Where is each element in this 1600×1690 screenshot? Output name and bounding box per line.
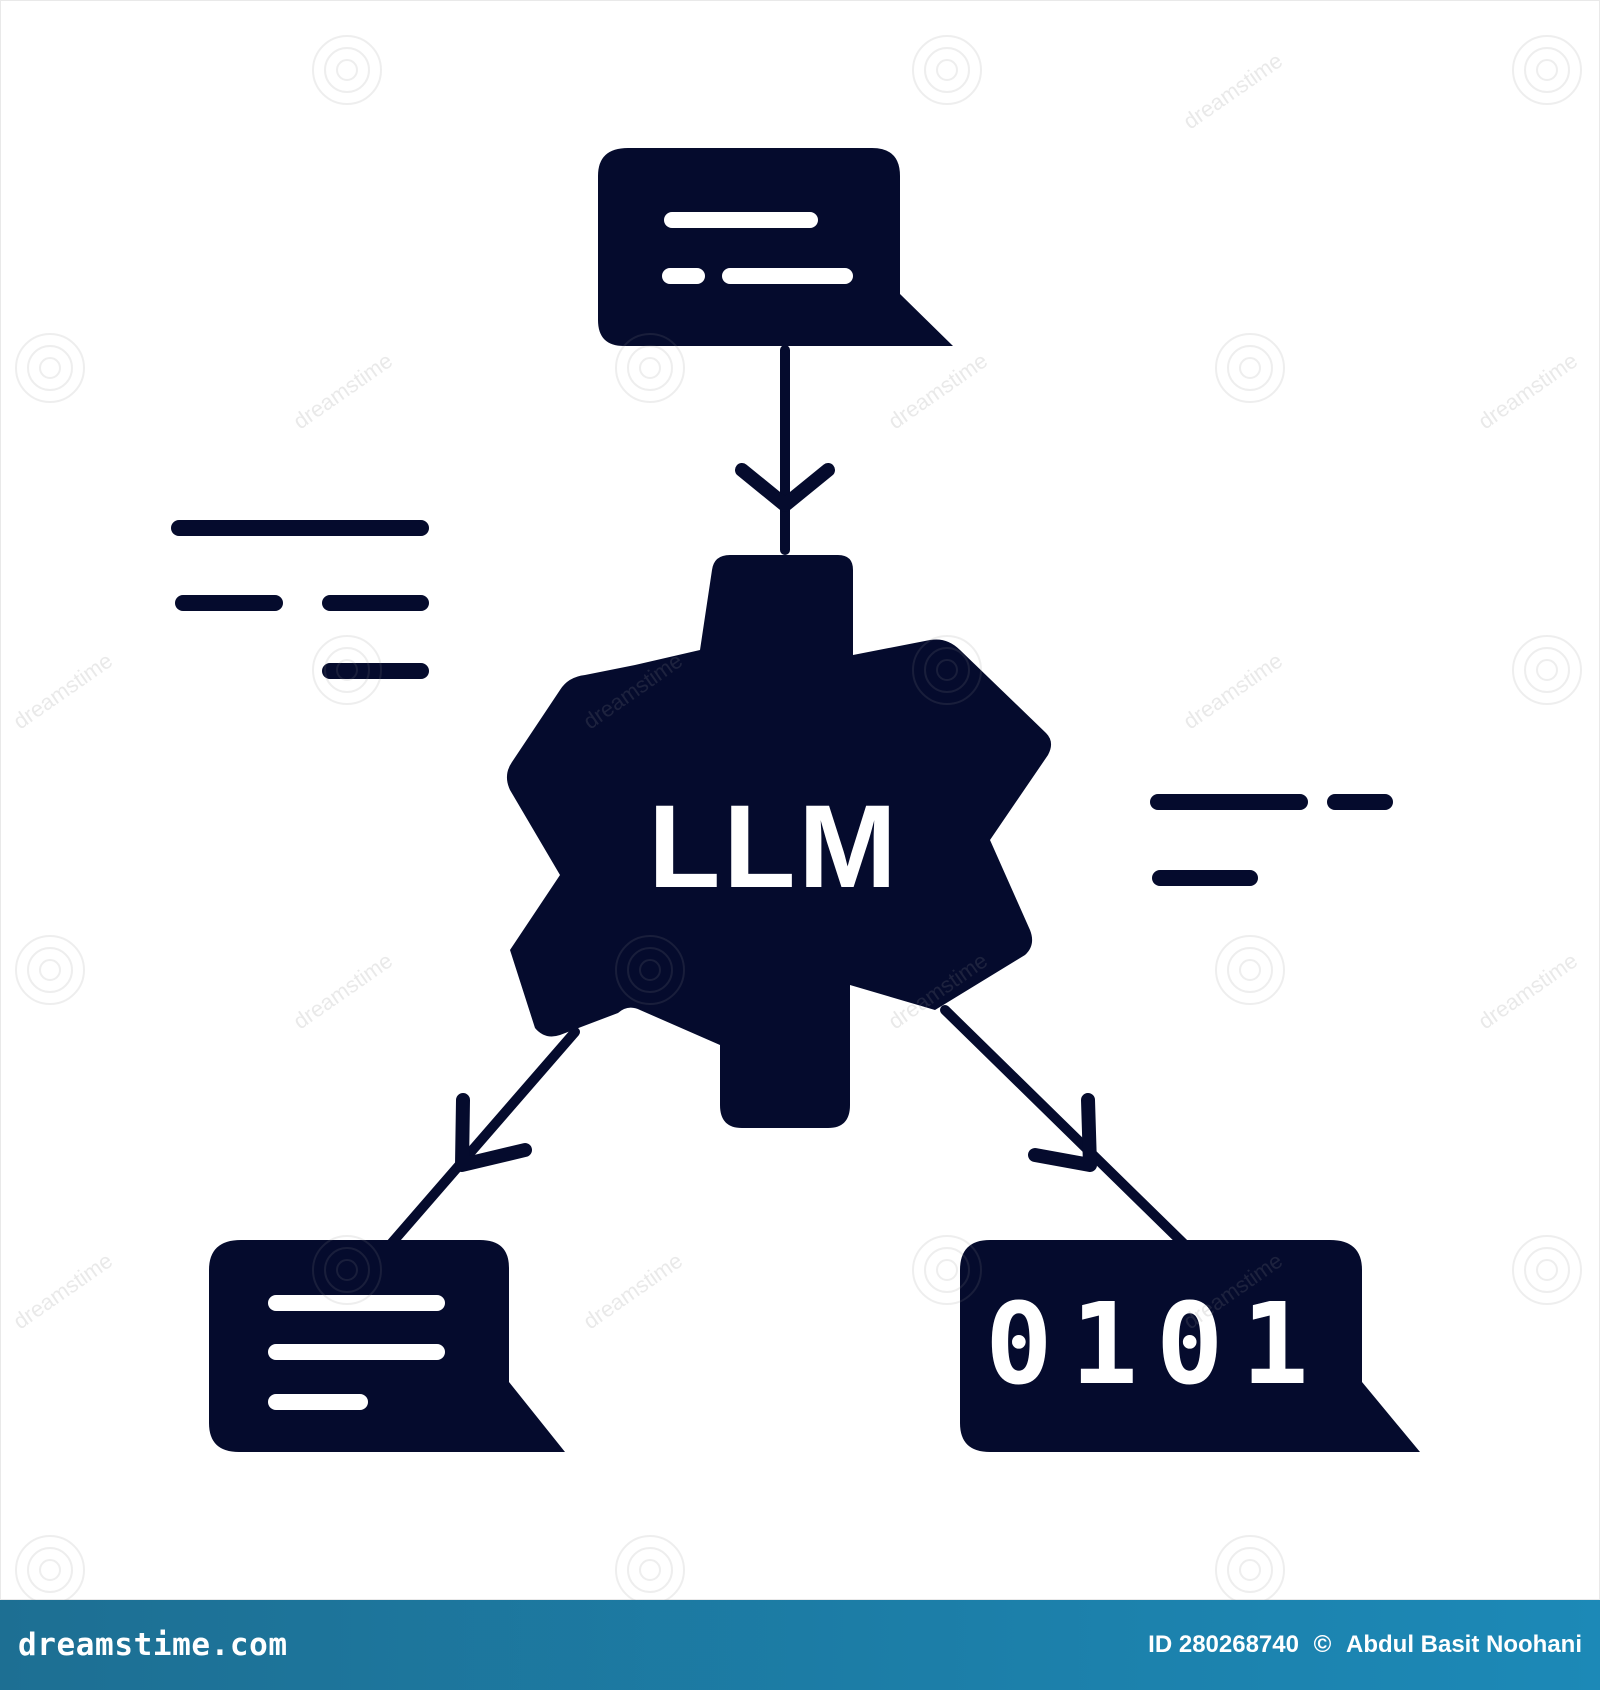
top-speech-bubble — [598, 148, 953, 346]
top-arrow — [735, 463, 835, 512]
author-name: Abdul Basit Noohani — [1346, 1631, 1582, 1658]
llm-label: LLM — [648, 781, 899, 913]
top-bubble-lines — [662, 212, 853, 284]
image-id: ID 280268740 — [1148, 1631, 1299, 1658]
binary-speech-bubble-icon — [960, 1240, 1420, 1452]
arrow-heads — [455, 463, 1097, 1172]
right-arrow — [1028, 1093, 1097, 1172]
binary-label: 0101 — [985, 1280, 1327, 1410]
dreamstime-brand: dreamstime.com — [18, 1627, 288, 1663]
image-credit: ID 280268740 © Abdul Basit Noohani — [1148, 1631, 1582, 1659]
left-speech-bubble — [209, 1240, 565, 1452]
left-connector — [385, 1027, 580, 1250]
top-speech-bubble-icon — [598, 148, 953, 346]
copyright-symbol: © — [1313, 1631, 1332, 1658]
connector-lines — [385, 345, 1190, 1250]
right-connector — [940, 1005, 1190, 1250]
stock-photo-footer: dreamstime.com ID 280268740 © Abdul Basi… — [0, 1600, 1600, 1690]
right-binary-bubble: 0101 — [960, 1240, 1420, 1452]
llm-diagram: LLM 0101 — [171, 148, 1420, 1452]
gear-node: LLM — [506, 555, 1052, 1128]
left-arrow — [455, 1093, 532, 1172]
